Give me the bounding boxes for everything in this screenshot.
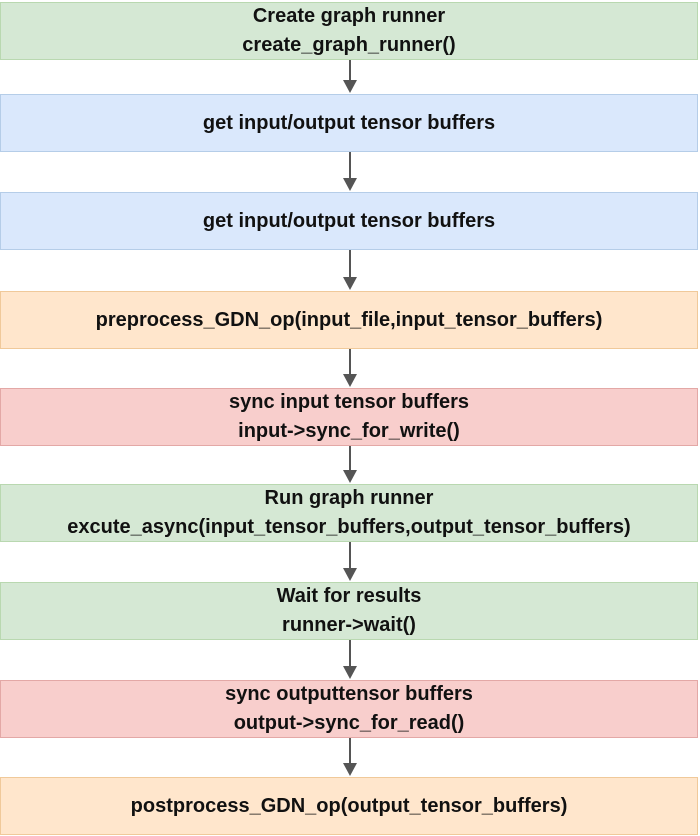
step-sync-input: sync input tensor buffers input->sync_fo… [0,388,698,446]
arrow-7 [343,640,357,679]
step-postprocess: postprocess_GDN_op(output_tensor_buffers… [0,777,698,835]
step-wait-results-line-1: Wait for results [276,585,422,607]
step-get-buffers-1: get input/output tensor buffers [0,94,698,152]
step-preprocess-line-1: preprocess_GDN_op(input_file,input_tenso… [95,308,603,331]
arrow-6 [343,542,357,581]
step-create-runner-line-1: Create graph runner [252,5,446,27]
arrow-5 [343,446,357,483]
step-postprocess-line-1: postprocess_GDN_op(output_tensor_buffers… [130,794,568,817]
arrow-3 [343,250,357,290]
arrow-8 [343,738,357,776]
step-get-buffers-1-line-1: get input/output tensor buffers [202,111,496,134]
step-wait-results-line-2: runner->wait() [282,614,416,636]
step-run-runner-line-2: excute_async(input_tensor_buffers,output… [67,516,631,538]
step-wait-results: Wait for results runner->wait() [0,582,698,640]
step-get-buffers-2: get input/output tensor buffers [0,192,698,250]
step-sync-input-line-2: input->sync_for_write() [238,420,460,442]
step-get-buffers-2-line-1: get input/output tensor buffers [202,209,496,232]
step-sync-input-line-1: sync input tensor buffers [228,391,470,413]
arrow-2 [343,152,357,191]
step-run-runner-line-1: Run graph runner [264,487,434,509]
arrow-1 [343,60,357,93]
step-run-runner: Run graph runner excute_async(input_tens… [0,484,698,542]
step-create-runner-line-2: create_graph_runner() [242,34,456,56]
step-sync-output-line-1: sync outputtensor buffers [225,683,473,705]
step-sync-output-line-2: output->sync_for_read() [233,712,465,734]
arrow-4 [343,349,357,387]
step-create-runner: Create graph runner create_graph_runner(… [0,2,698,60]
step-preprocess: preprocess_GDN_op(input_file,input_tenso… [0,291,698,349]
step-sync-output: sync outputtensor buffers output->sync_f… [0,680,698,738]
